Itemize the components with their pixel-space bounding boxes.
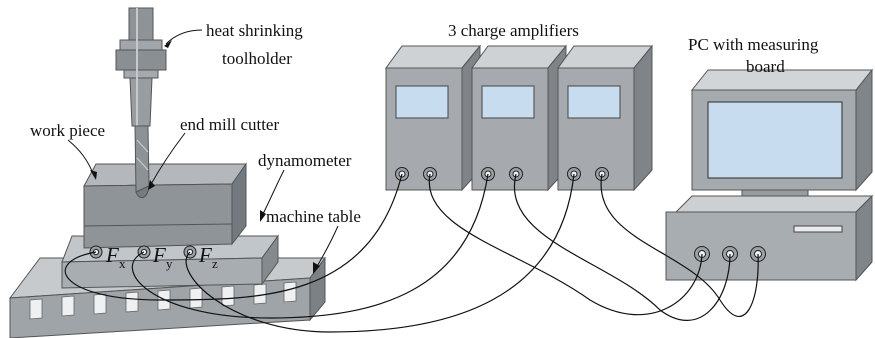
label-end-mill: end mill cutter <box>180 115 279 134</box>
leader-lines <box>67 29 339 274</box>
svg-text:y: y <box>166 256 173 271</box>
charge-amplifier-2 <box>471 44 568 192</box>
label-work-piece: work piece <box>30 121 105 140</box>
svg-text:F: F <box>152 243 166 267</box>
signal-cables <box>64 173 759 333</box>
label-toolholder-line2: toolholder <box>222 49 292 68</box>
svg-text:F: F <box>105 243 119 267</box>
label-dynamometer: dynamometer <box>258 151 352 170</box>
label-toolholder-line1: heat shrinking <box>206 21 303 40</box>
force-label-fy: F y <box>152 243 173 271</box>
work-piece <box>83 162 247 249</box>
end-mill-cutter <box>134 125 150 199</box>
label-machine-table: machine table <box>266 207 361 226</box>
force-label-fx: F x <box>105 243 126 271</box>
label-pc-line2: board <box>746 57 785 76</box>
pc-with-measuring-board <box>665 68 874 282</box>
svg-text:x: x <box>119 256 126 271</box>
charge-amplifier-3 <box>557 44 654 192</box>
label-pc-line1: PC with measuring <box>688 35 819 54</box>
label-amplifiers: 3 charge amplifiers <box>448 21 579 40</box>
force-label-fz: F z <box>198 243 218 271</box>
charge-amplifier-1 <box>385 44 482 192</box>
svg-text:z: z <box>212 256 218 271</box>
heat-shrinking-toolholder <box>115 7 167 127</box>
svg-text:F: F <box>198 243 212 267</box>
